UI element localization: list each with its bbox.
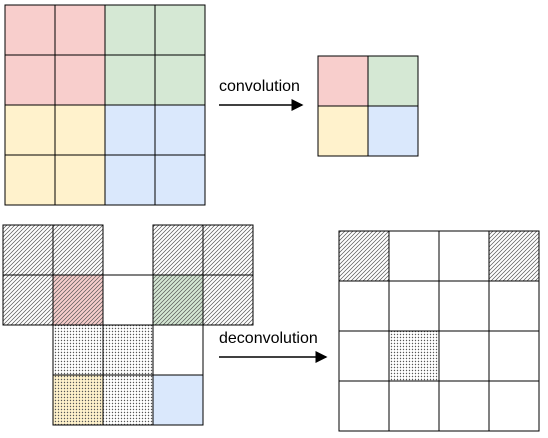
grid-cell xyxy=(438,330,490,382)
grid-cell xyxy=(338,280,390,332)
grid-cell-hatch xyxy=(488,230,540,282)
convolution-output-grid xyxy=(317,55,419,157)
grid-cell xyxy=(54,104,106,156)
grid-cell xyxy=(54,4,106,56)
grid-cell xyxy=(104,154,156,206)
grid-cell xyxy=(102,274,154,326)
grid-cell-hatch xyxy=(202,274,254,326)
grid-cell xyxy=(388,280,440,332)
grid-cell xyxy=(438,380,490,432)
grid-cell xyxy=(152,324,204,376)
grid-cell xyxy=(154,104,206,156)
grid-cell xyxy=(438,230,490,282)
grid-cell-hatch xyxy=(152,274,204,326)
grid-cell xyxy=(154,4,206,56)
grid-cell-hatch xyxy=(2,224,54,276)
grid-cell xyxy=(4,154,56,206)
grid-cell xyxy=(152,374,204,426)
grid-cell xyxy=(317,105,369,157)
grid-cell xyxy=(317,55,369,107)
deconvolution-output-grid xyxy=(338,230,540,432)
grid-cell-hatch xyxy=(52,224,104,276)
grid-cell-dots xyxy=(52,374,104,426)
grid-cell xyxy=(154,154,206,206)
grid-cell xyxy=(54,54,106,106)
grid-cell xyxy=(438,280,490,332)
grid-cell-dots xyxy=(102,374,154,426)
convolution-input-grid xyxy=(4,4,206,206)
grid-cell xyxy=(104,54,156,106)
grid-cell xyxy=(488,330,540,382)
grid-cell xyxy=(104,104,156,156)
grid-cell xyxy=(338,380,390,432)
grid-cell xyxy=(367,105,419,157)
convolution-label: convolution xyxy=(219,78,300,95)
grid-cell-dots xyxy=(102,324,154,376)
grid-cell-hatch xyxy=(2,274,54,326)
grid-cell xyxy=(4,104,56,156)
grid-cell xyxy=(338,330,390,382)
grid-cell xyxy=(388,380,440,432)
deconvolution-label: deconvolution xyxy=(219,330,318,347)
grid-cell-hatch xyxy=(202,224,254,276)
grid-cell xyxy=(388,230,440,282)
grid-cell xyxy=(4,4,56,56)
grid-cell-dots xyxy=(388,330,440,382)
grid-cell xyxy=(488,280,540,332)
grid-cell xyxy=(367,55,419,107)
grid-cell-hatch xyxy=(152,224,204,276)
grid-cell-dots xyxy=(52,324,104,376)
grid-cell xyxy=(488,380,540,432)
grid-cell xyxy=(104,4,156,56)
deconvolution-input-grid xyxy=(2,224,254,426)
grid-cell xyxy=(154,54,206,106)
grid-cell xyxy=(54,154,106,206)
grid-cell-hatch xyxy=(52,274,104,326)
grid-cell xyxy=(4,54,56,106)
grid-cell-hatch xyxy=(338,230,390,282)
